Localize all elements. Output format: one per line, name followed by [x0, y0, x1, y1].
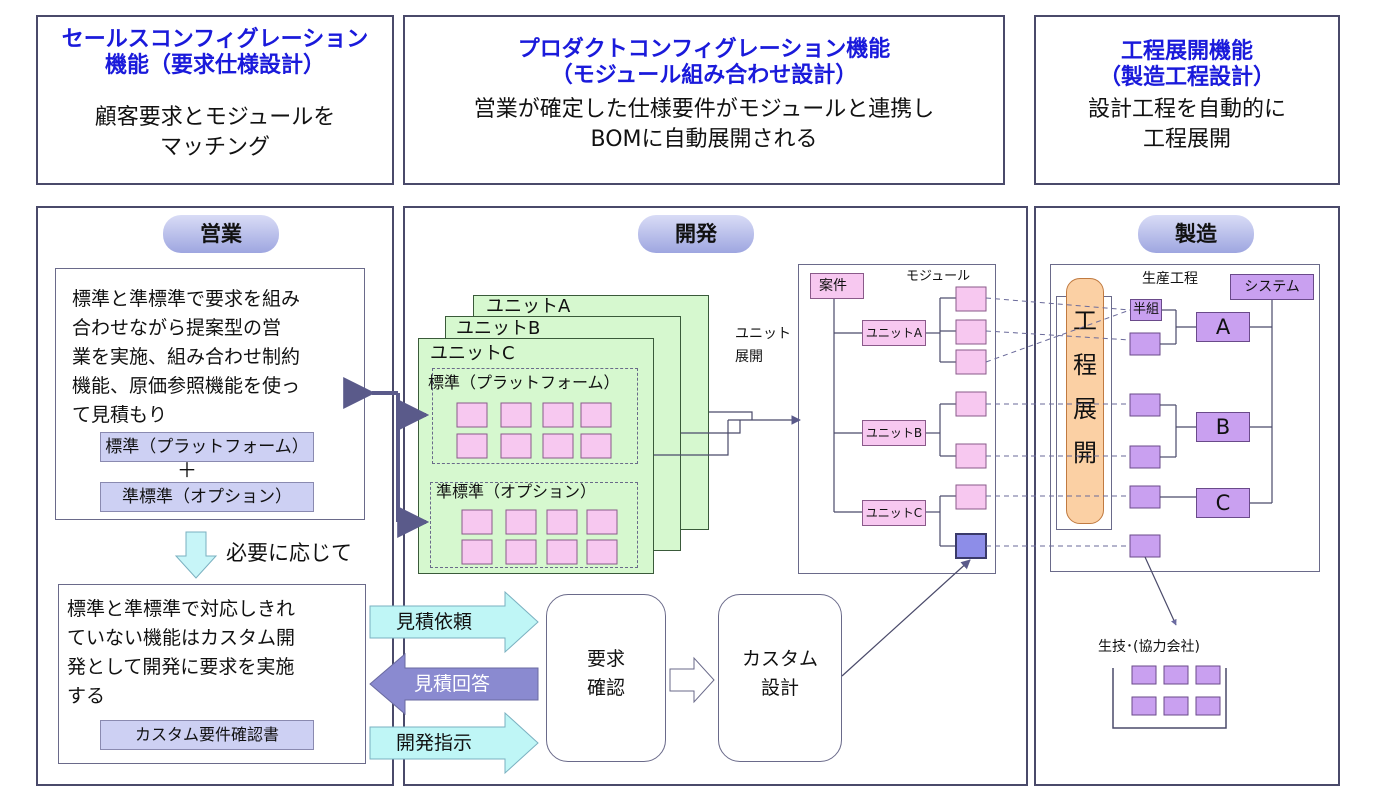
- unit-a-label: ユニットA: [486, 296, 571, 317]
- as-needed-down-arrow: [174, 531, 218, 579]
- line-c-box: C: [1196, 488, 1250, 518]
- product-config-desc-1: 営業が確定した仕様要件がモジュールと連携し: [473, 97, 935, 122]
- sales-box1-line-1: 標準と準標準で要求を組み: [72, 288, 301, 310]
- mfg-deploy-bar: 工 程 展 開: [1066, 278, 1104, 524]
- line-b-box: B: [1196, 412, 1250, 442]
- deploy-char-4: 開: [1073, 439, 1097, 467]
- sales-standard-label: 標準（プラットフォーム）: [100, 432, 314, 462]
- header-sales-config: セールスコンフィグレーション 機能（要求仕様設計） 顧客要求とモジュールを マッ…: [36, 15, 394, 185]
- process-deploy-title-2: （製造工程設計）: [1098, 65, 1275, 90]
- dev-instruction-arrow: [369, 711, 539, 775]
- product-config-desc-2: BOMに自動展開される: [590, 127, 818, 152]
- dev-semi-group: [430, 482, 638, 568]
- mfg-modules: [1129, 332, 1161, 558]
- req-confirm-box: 要求 確認: [546, 594, 666, 762]
- line-a-box: A: [1196, 312, 1250, 342]
- sales-box2-line-4: する: [67, 685, 106, 707]
- sales-box1-line-5: て見積もり: [72, 404, 168, 426]
- module-label: モジュール: [906, 269, 971, 284]
- custom-to-module-line: [841, 559, 971, 677]
- unit-b-label: ユニットB: [456, 318, 541, 339]
- unit-expand-arrow: [654, 411, 801, 456]
- module-tree-lines: [833, 297, 956, 547]
- sales-box1-line-2: 合わせながら提案型の営: [72, 317, 282, 339]
- sales-box2-line-1: 標準と準標準で対応しきれ: [67, 598, 296, 620]
- sales-config-desc-1: 顧客要求とモジュールを: [94, 105, 336, 130]
- sub-assembly-label: 半組: [1130, 299, 1162, 321]
- deploy-char-3: 展: [1073, 395, 1097, 423]
- sales-plus: ＋: [177, 458, 197, 482]
- sales-box1-line-4: 機能、原価参照機能を使っ: [72, 375, 301, 397]
- dev-semi-label: 準標準（オプション）: [436, 482, 597, 501]
- sales-box2-line-3: 発として開発に要求を実施: [67, 656, 295, 678]
- tree-mfg-links: [985, 297, 1131, 547]
- estimate-request-arrow: [369, 590, 539, 654]
- tree-root: 案件: [810, 273, 864, 299]
- deploy-char-1: 工: [1073, 307, 1097, 335]
- req-confirm-line-2: 確認: [586, 677, 625, 699]
- dev-semi-modules: [461, 509, 618, 565]
- estimate-answer-arrow: [369, 652, 539, 716]
- process-deploy-title-1: 工程展開機能: [1120, 39, 1253, 64]
- dev-unit-expand-1: ユニット: [735, 326, 791, 342]
- partner-box: [1112, 665, 1227, 729]
- dev-instruction-label: 開発指示: [396, 732, 473, 754]
- unit-c-label: ユニットC: [430, 343, 515, 364]
- partner-label: 生技･(協力会社): [1098, 639, 1200, 655]
- unit-c-card: [418, 338, 654, 574]
- custom-design-box: カスタム 設計: [718, 594, 842, 762]
- mfg-tree-lines: [1144, 300, 1273, 626]
- mfg-label: 製造: [1138, 215, 1254, 253]
- tree-modules: [955, 286, 987, 559]
- product-config-title-1: プロダクトコンフィグレーション機能: [517, 37, 891, 62]
- sales-box1-line-3: 業を実施、組み合わせ制約: [72, 346, 301, 368]
- dev-label: 開発: [638, 215, 754, 253]
- sales-semi-label: 準標準（オプション）: [100, 482, 314, 512]
- system-label: システム: [1230, 274, 1314, 300]
- sales-config-title-2: 機能（要求仕様設計）: [104, 53, 325, 78]
- header-product-config: プロダクトコンフィグレーション機能 （モジュール組み合わせ設計） 営業が確定した…: [403, 15, 1005, 185]
- as-needed-label: 必要に応じて: [226, 541, 352, 565]
- sales-box2-line-2: ていない機能はカスタム開: [67, 627, 296, 649]
- dev-standard-label: 標準（プラットフォーム）: [428, 373, 620, 392]
- custom-design-line-2: 設計: [760, 677, 799, 699]
- tree-unit-c: ユニットC: [862, 500, 926, 526]
- dev-standard-modules: [456, 402, 612, 459]
- sales-label: 営業: [163, 215, 279, 253]
- process-deploy-desc-2: 工程展開: [1142, 127, 1231, 152]
- sales-config-title-1: セールスコンフィグレーション: [61, 27, 369, 52]
- mfg-process-label: 生産工程: [1142, 271, 1198, 287]
- req-to-custom-arrow: [669, 656, 715, 704]
- dev-unit-expand-2: 展開: [735, 349, 763, 365]
- estimate-answer-label: 見積回答: [414, 673, 491, 695]
- estimate-request-label: 見積依頼: [396, 611, 473, 633]
- custom-design-line-1: カスタム: [741, 648, 818, 670]
- header-process-deploy: 工程展開機能 （製造工程設計） 設計工程を自動的に 工程展開: [1034, 15, 1340, 185]
- process-deploy-desc-1: 設計工程を自動的に: [1087, 97, 1286, 122]
- tree-unit-b: ユニットB: [862, 420, 926, 446]
- dev-standard-group: [432, 368, 638, 464]
- req-confirm-line-1: 要求: [586, 648, 625, 670]
- sales-config-desc-2: マッチング: [159, 135, 270, 160]
- product-config-title-2: （モジュール組み合わせ設計）: [550, 63, 858, 88]
- sales-dev-connector: [343, 377, 430, 538]
- deploy-char-2: 程: [1073, 351, 1097, 379]
- tree-unit-a: ユニットA: [862, 320, 926, 346]
- custom-doc-label: カスタム要件確認書: [100, 720, 314, 750]
